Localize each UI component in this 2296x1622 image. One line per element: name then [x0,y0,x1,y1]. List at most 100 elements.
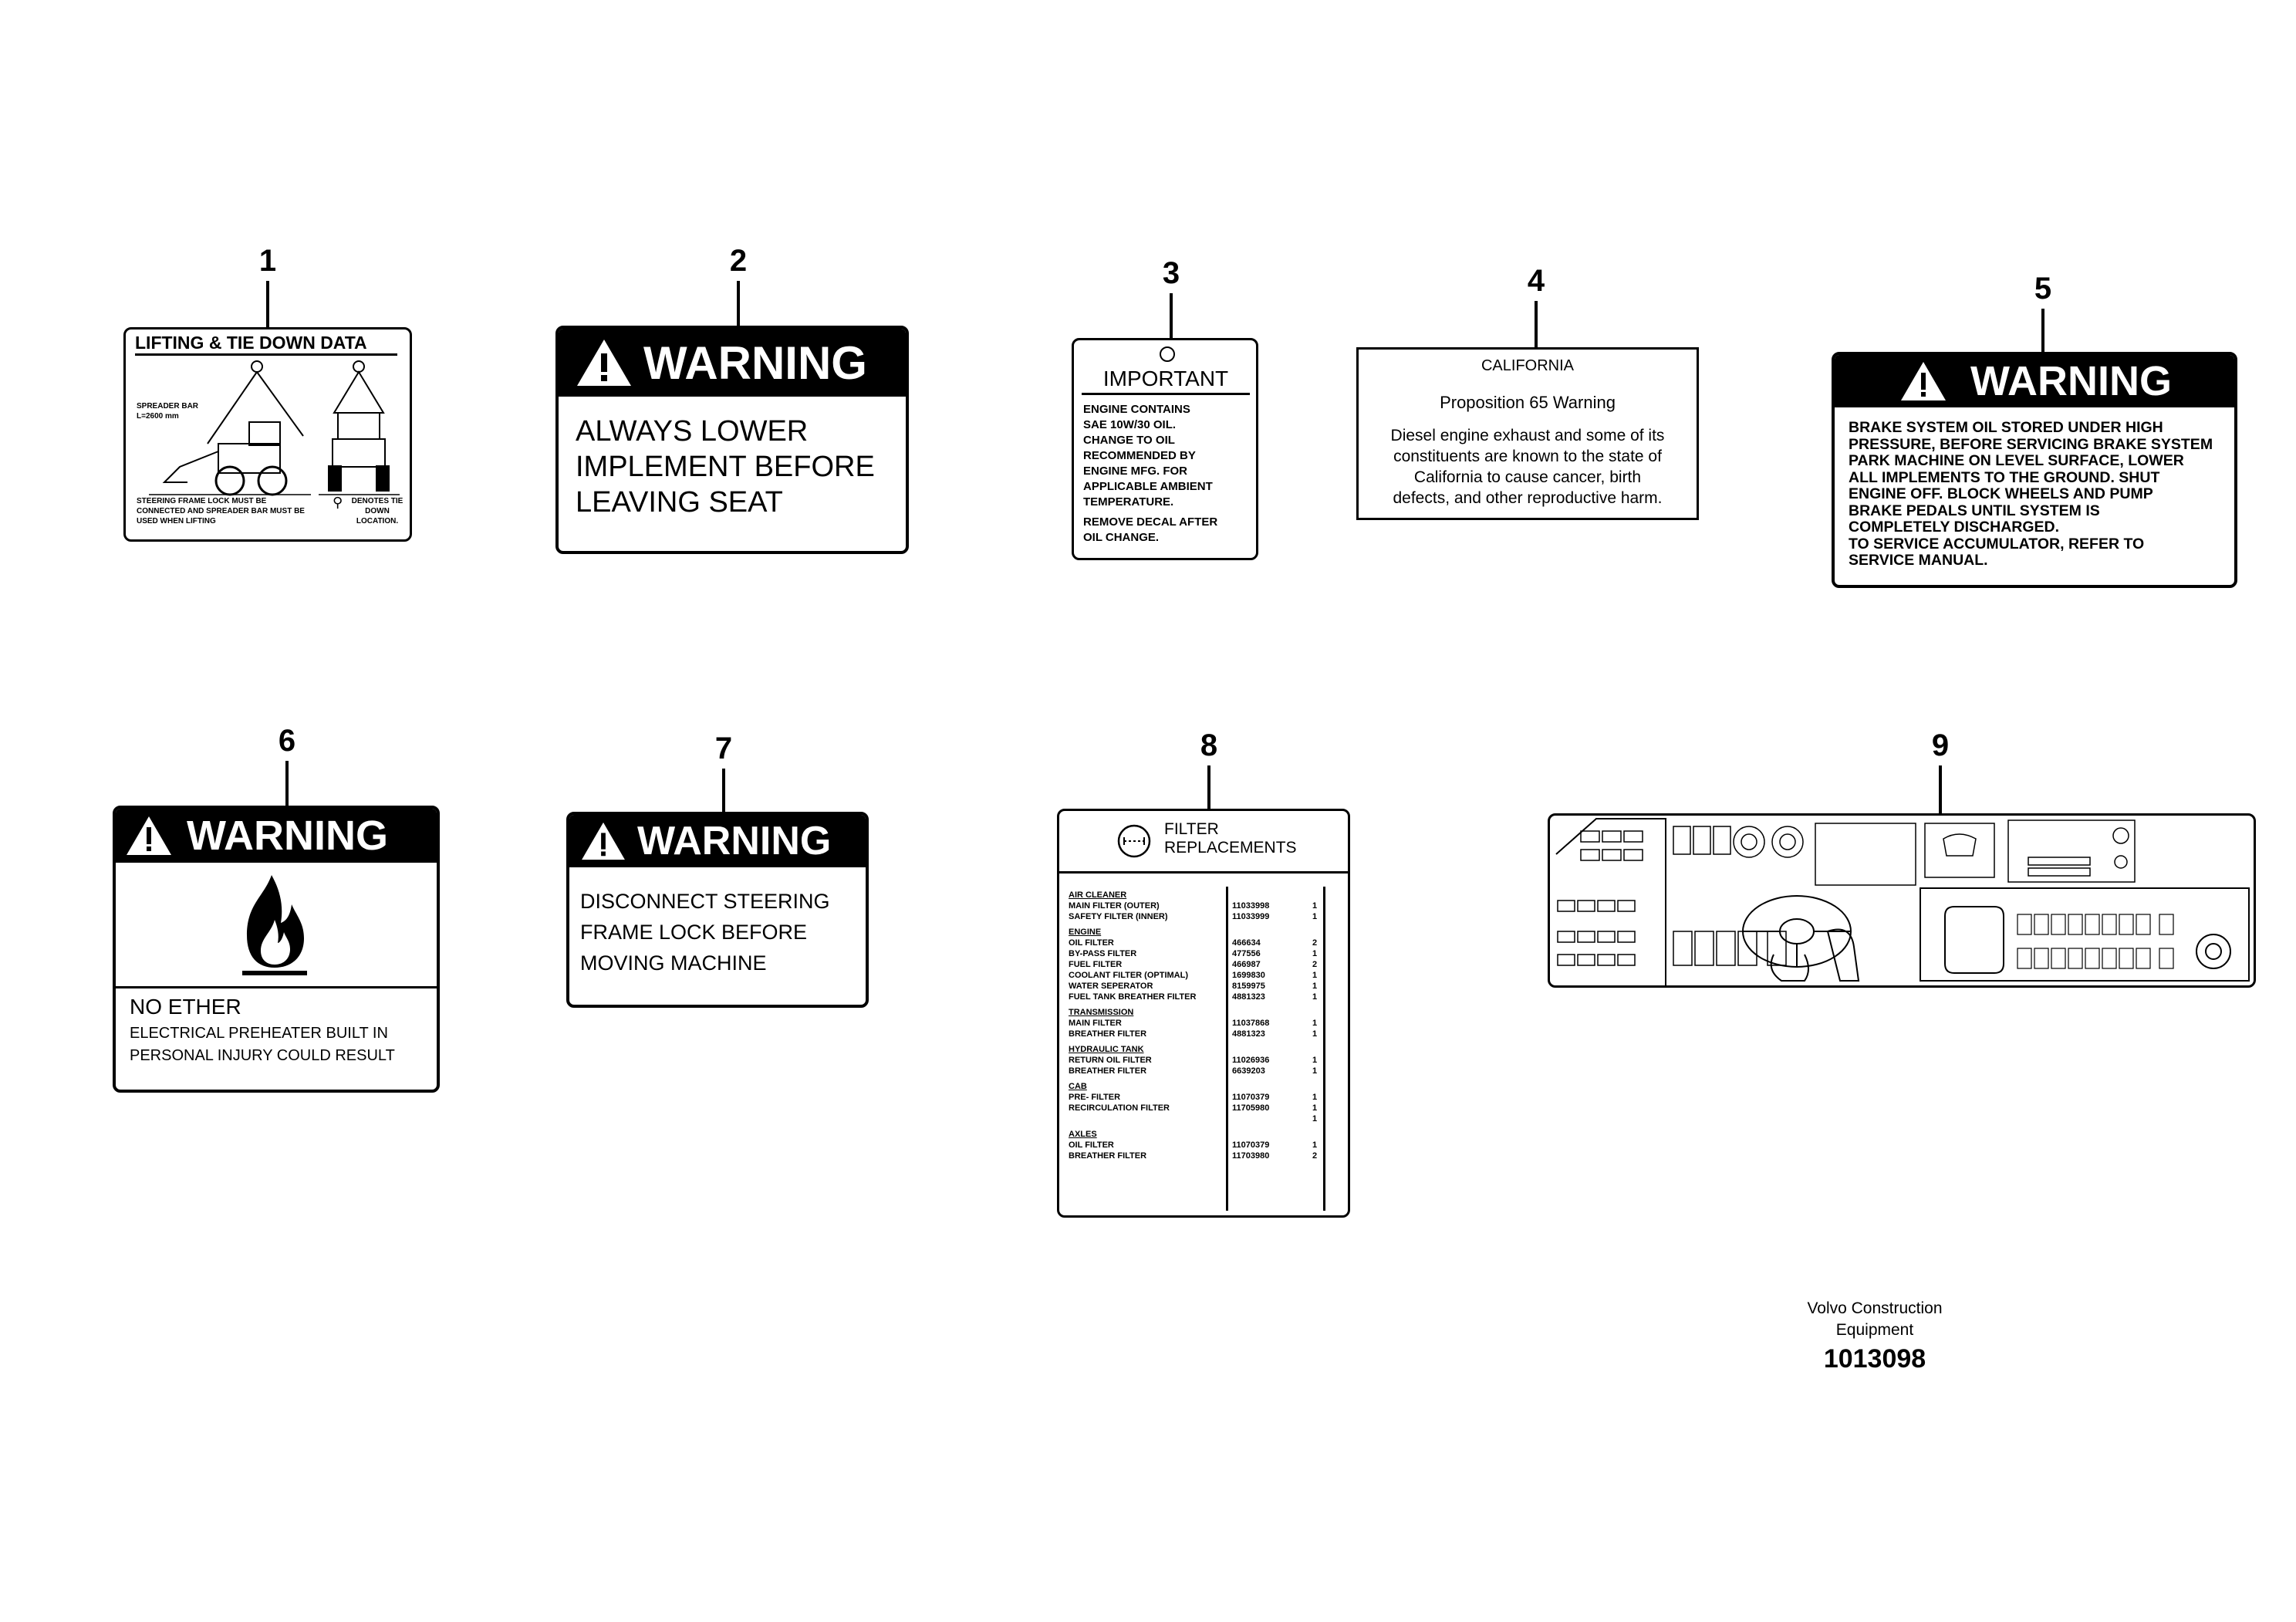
filter-name: SAFETY FILTER (INNER) [1069,912,1168,921]
filter-quantity: 1 [1312,1140,1318,1150]
decal7-body: DISCONNECT STEERING FRAME LOCK BEFORE MO… [569,867,866,978]
decal3-line: TEMPERATURE. [1083,495,1174,509]
decal2-line: IMPLEMENT BEFORE [576,451,875,483]
filter-part-number: 11026936 [1232,1056,1270,1065]
filter-quantity: 1 [1312,949,1318,958]
decal6-line: ELECTRICAL PREHEATER BUILT IN [130,1025,388,1042]
decal3-line: REMOVE DECAL AFTER [1083,515,1218,529]
filter-part-number: 11033999 [1232,912,1270,921]
decal2-line: LEAVING SEAT [576,486,783,519]
decal3-line: OIL CHANGE. [1083,531,1160,544]
callout-8: 8 [1200,728,1218,762]
filter-quantity: 2 [1312,960,1318,969]
decal-warning-steering-lock: WARNING DISCONNECT STEERING FRAME LOCK B… [566,812,869,1008]
filter-part-number: 4881323 [1232,1029,1265,1039]
prop65-body: Diesel engine exhaust and some of its co… [1359,425,1697,509]
decal3-line: ENGINE CONTAINS [1083,403,1190,416]
tie-down-note: DENOTES TIE DOWN LOCATION. [351,497,403,525]
decal5-line: BRAKE SYSTEM OIL STORED UNDER HIGH [1849,419,2163,436]
spreader-bar-length: L=2600 mm [137,412,179,421]
spreader-bar-label: SPREADER BAR [137,402,199,411]
filter-icon [1117,824,1151,858]
filter-header: FILTER REPLACEMENTS [1059,811,1348,874]
leader-line-2 [737,281,740,327]
filter-name: RETURN OIL FILTER [1069,1056,1152,1065]
warning-label: WARNING [1970,358,2172,404]
callout-4: 4 [1527,264,1545,298]
warning-triangle-icon [577,340,631,386]
prop65-line: Diesel engine exhaust and some of its [1390,427,1665,444]
decal6-body: ELECTRICAL PREHEATER BUILT IN PERSONAL I… [116,1019,437,1067]
decal3-body: ENGINE CONTAINS SAE 10W/30 OIL. CHANGE T… [1083,402,1217,546]
filter-quantity: 1 [1312,901,1318,911]
decal5-line: ALL IMPLEMENTS TO THE GROUND. SHUT [1849,468,2160,486]
filter-part-number: 477556 [1232,949,1261,958]
decal2-line: ALWAYS LOWER [576,415,809,448]
decal3-line: APPLICABLE AMBIENT [1083,480,1213,493]
warning-triangle-icon [1901,362,1946,400]
decal5-line: ENGINE OFF. BLOCK WHEELS AND PUMP [1849,485,2153,502]
company-name-line2: Equipment [1835,1321,1914,1339]
hang-hole [1160,346,1175,362]
filter-part-number: 11705980 [1232,1103,1270,1113]
callout-2: 2 [729,244,748,278]
leader-line-9 [1939,765,1942,813]
decal-warning-no-ether: WARNING NO ETHER ELECTRICAL PREHEATER BU… [113,806,440,1093]
warning-triangle-icon [582,822,625,860]
prop65-line: constituents are known to the state of [1393,448,1662,465]
filter-name: MAIN FILTER [1069,1019,1122,1028]
filter-section-title: TRANSMISSION [1069,1008,1134,1017]
filter-quantity: 1 [1312,1029,1318,1039]
filter-quantity: 1 [1312,1056,1318,1065]
no-ether-title: NO ETHER [130,995,241,1019]
filter-part-number: 4881323 [1232,992,1265,1002]
filter-section-title: AIR CLEANER [1069,890,1127,900]
decal5-line: PARK MACHINE ON LEVEL SURFACE, LOWER [1849,452,2184,469]
decal6-line: PERSONAL INJURY COULD RESULT [130,1047,395,1064]
decal7-line: DISCONNECT STEERING [580,890,830,913]
decal3-line: SAE 10W/30 OIL. [1083,418,1177,431]
filter-divider-2 [1323,887,1325,1211]
filter-part-number: 6639203 [1232,1066,1265,1076]
filter-name: COOLANT FILTER (OPTIMAL) [1069,971,1188,980]
filter-row: WATER SEPERATOR 8159975 1 [1069,981,1346,992]
filter-part-number: 466987 [1232,960,1261,969]
filter-section-title: HYDRAULIC TANK [1069,1045,1144,1054]
filter-name: WATER SEPERATOR [1069,982,1153,991]
warning-header: WARNING [1835,355,2234,407]
leader-line-8 [1207,765,1210,810]
filter-quantity: 1 [1312,971,1318,980]
filter-quantity: 1 [1312,982,1318,991]
callout-3: 3 [1162,256,1180,290]
callout-1: 1 [258,244,277,278]
tie-down-icon: ⚲ [333,495,343,510]
loader-lift-illustration [149,360,400,496]
filter-name: PRE- FILTER [1069,1093,1121,1102]
warning-label: WARNING [643,336,867,389]
leader-line-1 [266,281,269,327]
decal1-title: LIFTING & TIE DOWN DATA [135,333,397,356]
filter-part-number: 1699830 [1232,971,1265,980]
warning-label: WARNING [637,819,832,863]
decal5-line: SERVICE MANUAL. [1849,552,1988,569]
filter-row: 1 [1069,1113,1346,1124]
decal3-line: RECOMMENDED BY [1083,449,1196,462]
filter-part-number: 8159975 [1232,982,1265,991]
filter-quantity: 2 [1312,938,1318,948]
decal-california-prop65: CALIFORNIA Proposition 65 Warning Diesel… [1356,347,1699,520]
filter-divider-1 [1226,887,1228,1211]
filter-part-number: 11070379 [1232,1140,1270,1150]
leader-line-5 [2041,309,2044,352]
warning-header: WARNING [116,809,437,863]
filter-quantity: 2 [1312,1151,1318,1161]
decal5-line: COMPLETELY DISCHARGED. [1849,519,2060,536]
